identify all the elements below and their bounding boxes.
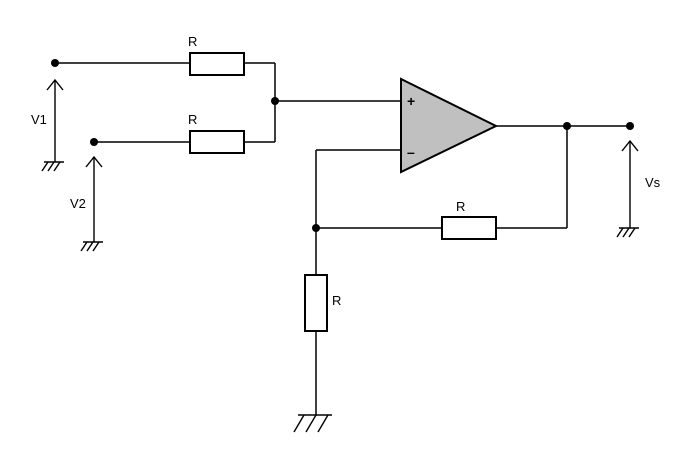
r-input-bottom-label: R	[188, 112, 197, 127]
v1-source: V1	[31, 78, 64, 172]
ground-icon	[616, 227, 639, 238]
v1-label: V1	[31, 112, 47, 127]
ground-icon	[41, 161, 64, 172]
resistor-r-ground	[304, 274, 328, 332]
up-arrow-icon	[85, 155, 103, 168]
v2-label: V2	[70, 196, 86, 211]
vs-terminal	[626, 122, 634, 130]
resistor-r-feedback	[441, 216, 497, 240]
summing-node	[271, 97, 279, 105]
op-amp-minus-sign: –	[407, 144, 415, 160]
v2-source: V2	[70, 155, 103, 252]
v1-terminal	[51, 59, 59, 67]
vs-output: Vs	[616, 139, 661, 238]
v2-input-branch: R	[90, 101, 276, 154]
resistor-r-input-top	[189, 52, 245, 76]
up-arrow-icon	[621, 139, 639, 152]
r-feedback-label: R	[456, 199, 465, 214]
resistor-r-input-bottom	[189, 130, 245, 154]
feedback-branch: R	[312, 126, 568, 240]
ground-icon	[80, 241, 103, 252]
op-amp: + –	[400, 77, 499, 174]
up-arrow-icon	[46, 78, 64, 91]
ground-icon	[293, 414, 332, 433]
vs-label: Vs	[645, 175, 661, 190]
v1-input-branch: R	[51, 34, 276, 101]
r-ground-label: R	[332, 293, 341, 308]
op-amp-plus-sign: +	[407, 93, 415, 109]
op-amp-triangle	[400, 77, 499, 174]
v2-terminal	[90, 138, 98, 146]
ground-resistor-branch: R	[304, 228, 341, 415]
r-input-top-label: R	[188, 34, 197, 49]
